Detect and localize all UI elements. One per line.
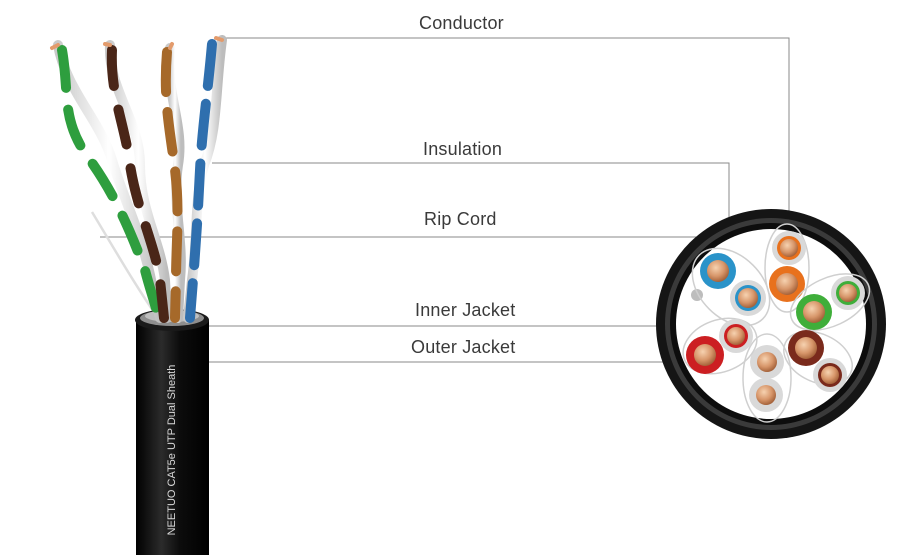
cable-print-text: NEETUO CAT5e UTP Dual Sheath [166, 365, 178, 536]
leader-conductor [222, 38, 789, 243]
twisted-pairs [52, 38, 222, 318]
outer-jacket-label: Outer Jacket [411, 337, 515, 358]
inner-jacket-label: Inner Jacket [415, 300, 515, 321]
conductor-label: Conductor [419, 13, 504, 34]
rip-cord-label: Rip Cord [424, 209, 497, 230]
blue-pair [188, 38, 222, 318]
cross-section [656, 209, 886, 439]
insulation-label: Insulation [423, 139, 502, 160]
